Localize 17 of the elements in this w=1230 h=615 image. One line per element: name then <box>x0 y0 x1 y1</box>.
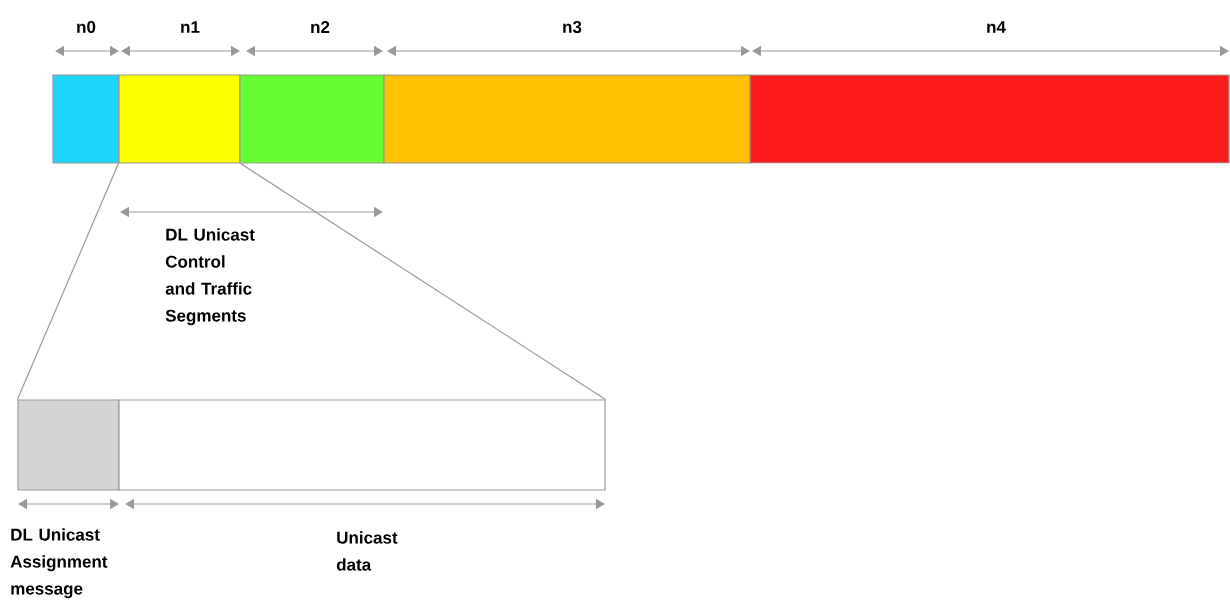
dimension-label: DL Unicast Control and Traffic Segments <box>165 228 255 326</box>
dimension-label: n2 <box>311 21 330 33</box>
dimension-label: n4 <box>987 21 1006 33</box>
dimension-label: n1 <box>181 21 200 33</box>
projection-line <box>16 163 119 400</box>
dimension-label: n0 <box>77 21 96 33</box>
frame-segment <box>118 74 241 164</box>
data-block <box>118 399 606 491</box>
projection-line <box>240 163 607 400</box>
shaded-block <box>17 399 120 491</box>
dimension-label: n3 <box>563 20 582 34</box>
frame-segment <box>749 74 1230 164</box>
frame-segment <box>52 74 120 164</box>
frame-segment <box>383 74 751 164</box>
dimension-label: DL Unicast Assignment message <box>10 528 108 599</box>
frame-segment <box>239 74 385 164</box>
dimension-label: Unicast data <box>336 531 398 571</box>
